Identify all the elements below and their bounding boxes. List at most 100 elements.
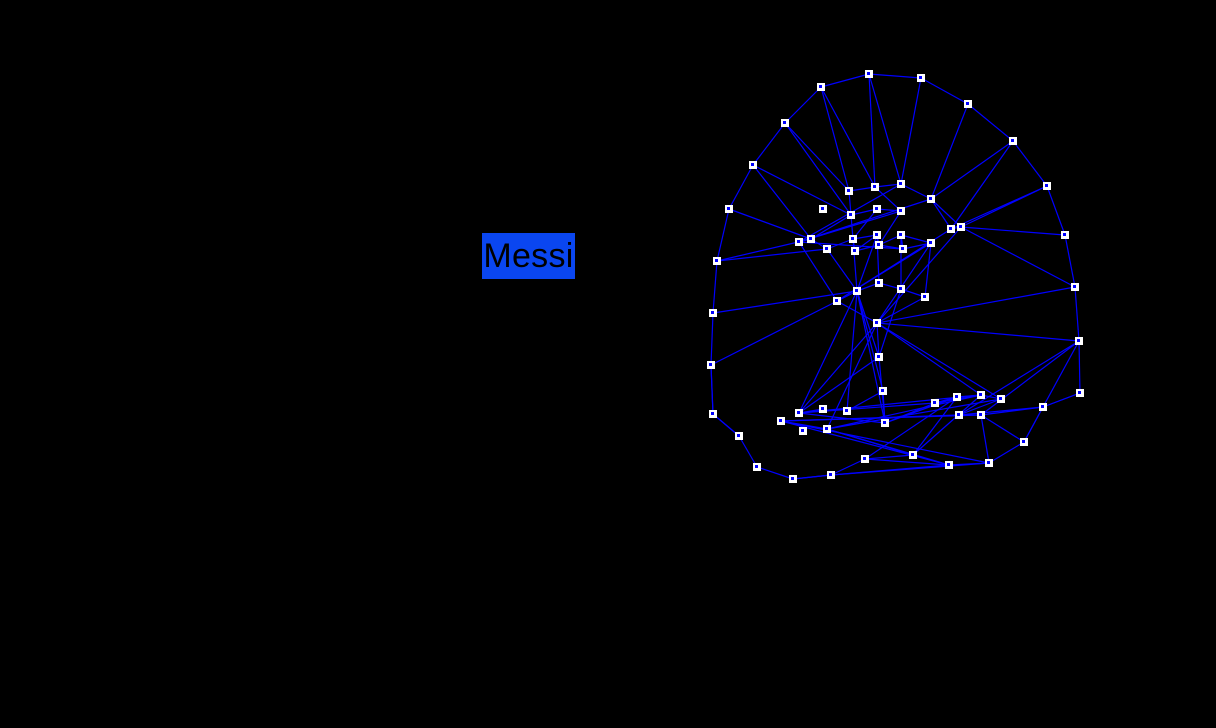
mesh-edge <box>826 398 1002 430</box>
landmark-point-center <box>899 233 902 236</box>
mesh-edge <box>856 234 878 292</box>
landmark-point-center <box>875 207 878 210</box>
mesh-edge <box>798 394 982 414</box>
mesh-edge <box>710 312 714 366</box>
mesh-edge <box>798 412 886 424</box>
mesh-edge <box>830 458 866 476</box>
mesh-edge <box>902 242 932 250</box>
landmark-point-center <box>821 407 824 410</box>
mesh-edge <box>784 86 822 124</box>
landmark-point-center <box>835 299 838 302</box>
landmark-point-center <box>711 311 714 314</box>
name-label: Messi <box>482 233 575 279</box>
landmark-point-center <box>929 241 932 244</box>
landmark-point-center <box>711 412 714 415</box>
mesh-edge <box>876 286 1076 324</box>
mesh-edge <box>752 122 786 166</box>
landmark-point-center <box>911 453 914 456</box>
landmark-point-center <box>873 185 876 188</box>
landmark-point-center <box>949 227 952 230</box>
landmark-point-center <box>1077 339 1080 342</box>
mesh-edge <box>752 164 852 216</box>
landmark-point-center <box>875 321 878 324</box>
landmark-point-center <box>825 247 828 250</box>
mesh-edge <box>930 198 962 228</box>
mesh-edge <box>810 214 852 240</box>
mesh-edge <box>878 210 902 246</box>
mesh-edge <box>856 290 880 358</box>
mesh-edge <box>728 208 812 240</box>
landmark-point-center <box>779 419 782 422</box>
mesh-edge <box>826 322 878 430</box>
mesh-edge <box>798 241 838 302</box>
mesh-edge <box>1064 234 1076 288</box>
landmark-point-center <box>751 163 754 166</box>
mesh-edge <box>930 198 952 230</box>
mesh-edge <box>988 441 1025 464</box>
mesh-edge <box>798 241 904 250</box>
mesh-edge <box>1074 286 1080 342</box>
mesh-edge <box>967 103 1014 142</box>
mesh-edge <box>1042 392 1081 408</box>
mesh-edge <box>1023 406 1044 443</box>
landmark-point-center <box>899 287 902 290</box>
mesh-edge <box>876 226 962 324</box>
mesh-edge <box>820 86 876 188</box>
mesh-edge <box>712 413 740 437</box>
mesh-edge <box>868 73 902 185</box>
landmark-point-center <box>933 401 936 404</box>
mesh-edge <box>826 248 858 292</box>
landmark-point-center <box>901 247 904 250</box>
mesh-edge <box>950 140 1014 230</box>
mesh-edge <box>864 458 950 466</box>
landmark-point-center <box>881 389 884 392</box>
mesh-edge <box>876 322 982 396</box>
mesh-edge <box>728 164 754 210</box>
mesh-edge <box>874 183 902 188</box>
mesh-edge <box>876 322 1080 342</box>
landmark-point-center <box>709 363 712 366</box>
mesh-edge <box>830 462 990 476</box>
mesh-edge <box>798 322 878 414</box>
mesh-edge <box>852 208 878 240</box>
mesh-edge <box>836 300 878 324</box>
mesh-edge <box>798 356 880 414</box>
landmark-point-center <box>809 237 812 240</box>
landmark-point-center <box>899 182 902 185</box>
landmark-point-center <box>855 289 858 292</box>
mesh-edge <box>756 466 794 480</box>
landmark-point-center <box>899 209 902 212</box>
mesh-edge <box>876 242 932 324</box>
mesh-edge <box>958 340 1080 416</box>
landmark-point-center <box>877 355 880 358</box>
mesh-edge <box>980 414 990 464</box>
mesh-edge <box>780 420 950 466</box>
mesh-edge <box>1042 340 1080 408</box>
mesh-edge <box>876 296 926 324</box>
mesh-edge <box>864 396 958 460</box>
mesh-edge <box>712 260 718 314</box>
landmark-point-center <box>1022 440 1025 443</box>
mesh-edge <box>960 226 1066 236</box>
landmark-point-center <box>966 102 969 105</box>
landmark-point-center <box>727 207 730 210</box>
landmark-point-center <box>987 461 990 464</box>
landmark-point-center <box>1011 139 1014 142</box>
landmark-point-center <box>783 121 786 124</box>
mesh-edge <box>920 77 969 105</box>
mesh-edge <box>820 73 870 88</box>
landmark-point-center <box>1078 391 1081 394</box>
mesh-edge <box>752 164 812 240</box>
mesh-edge <box>912 396 958 456</box>
landmark-point-center <box>851 237 854 240</box>
landmark-point-center <box>825 427 828 430</box>
landmark-point-center <box>845 409 848 412</box>
landmark-point-center <box>1073 285 1076 288</box>
landmark-point-center <box>797 240 800 243</box>
mesh-edge <box>846 290 858 412</box>
mesh-edge <box>1046 185 1066 236</box>
landmark-point-center <box>791 477 794 480</box>
mesh-edge <box>958 398 1002 416</box>
mesh-edge <box>710 290 858 366</box>
